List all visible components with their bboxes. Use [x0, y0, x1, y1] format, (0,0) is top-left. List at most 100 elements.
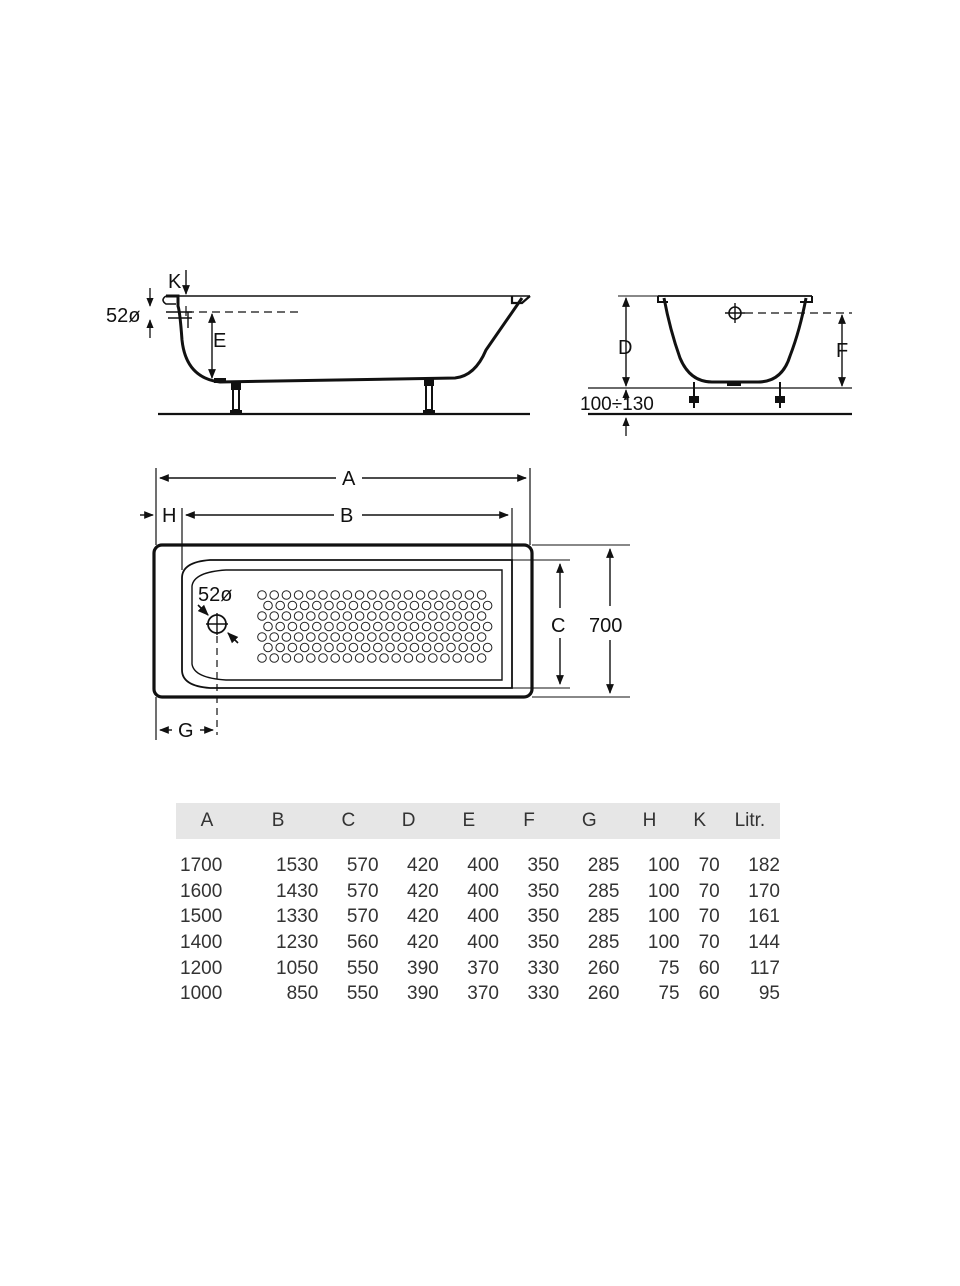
anti-slip-dot	[324, 642, 334, 653]
anti-slip-dot	[379, 590, 389, 600]
anti-slip-pattern	[257, 590, 493, 663]
anti-slip-dot	[476, 653, 487, 663]
anti-slip-dot	[318, 632, 328, 642]
label-drain-diameter: 52ø	[198, 584, 232, 606]
cell: 1230	[276, 932, 319, 954]
cell: 70	[698, 932, 720, 954]
anti-slip-dot	[428, 590, 438, 600]
cell: 1200	[180, 957, 223, 979]
anti-slip-dot	[415, 632, 426, 642]
cell: 570	[346, 855, 379, 877]
anti-slip-dot	[299, 600, 310, 611]
cell: 330	[527, 957, 560, 979]
anti-slip-dot	[287, 600, 298, 611]
anti-slip-dot	[281, 632, 292, 642]
anti-slip-dot	[440, 653, 450, 663]
cell: 117	[749, 957, 780, 979]
cell: 95	[758, 983, 780, 1005]
anti-slip-dot	[299, 642, 310, 653]
anti-slip-dot	[312, 621, 322, 632]
cell: 75	[658, 957, 680, 979]
header-E: E	[438, 803, 499, 839]
anti-slip-dot	[324, 621, 334, 632]
cell: 330	[527, 983, 560, 1005]
anti-slip-dot	[263, 600, 273, 611]
anti-slip-dot	[336, 600, 347, 611]
anti-slip-dot	[275, 642, 286, 653]
anti-slip-dot	[446, 642, 456, 653]
label-A: A	[342, 468, 356, 490]
anti-slip-dot	[257, 590, 267, 600]
anti-slip-dot	[342, 590, 353, 600]
header-B: B	[238, 803, 319, 839]
cell: 400	[467, 932, 499, 954]
anti-slip-dot	[269, 653, 280, 663]
anti-slip-dot	[476, 590, 487, 600]
anti-slip-dot	[342, 653, 353, 663]
anti-slip-dot	[470, 621, 481, 632]
anti-slip-dot	[391, 632, 402, 642]
anti-slip-dot	[373, 600, 383, 611]
plan-view: 52ø A B H C 700 G	[140, 468, 630, 742]
anti-slip-dot	[452, 590, 463, 600]
label-F: F	[836, 340, 848, 362]
cell: 70	[698, 906, 720, 928]
anti-slip-dot	[440, 632, 450, 642]
cell: 260	[587, 957, 620, 979]
table-row: 1200 1050 550 390 370 330 260 75 60 117	[176, 955, 780, 981]
anti-slip-dot	[293, 590, 304, 600]
anti-slip-dot	[299, 621, 310, 632]
cell: 370	[467, 957, 499, 979]
anti-slip-dot	[318, 653, 328, 663]
cell: 285	[587, 880, 620, 902]
anti-slip-dot	[397, 621, 408, 632]
anti-slip-dot	[367, 653, 377, 663]
label-B: B	[340, 505, 353, 527]
anti-slip-dot	[281, 590, 292, 600]
anti-slip-dot	[434, 642, 444, 653]
cell: 70	[698, 880, 720, 902]
anti-slip-dot	[470, 600, 481, 611]
cell: 100	[647, 906, 680, 928]
cell: 285	[587, 932, 620, 954]
cell: 1000	[180, 983, 223, 1005]
label-D: D	[618, 337, 632, 359]
anti-slip-dot	[360, 621, 371, 632]
anti-slip-dot	[464, 611, 475, 621]
cell: 144	[748, 932, 780, 954]
anti-slip-dot	[306, 632, 316, 642]
anti-slip-dot	[458, 621, 469, 632]
cell: 1330	[276, 906, 319, 928]
anti-slip-dot	[330, 653, 341, 663]
anti-slip-dot	[385, 642, 395, 653]
cell: 1530	[276, 855, 319, 877]
cell: 161	[748, 906, 780, 928]
anti-slip-dot	[306, 611, 316, 621]
table-row: 1700 1530 570 420 400 350 285 100 70 182	[176, 853, 780, 879]
cell: 1600	[180, 880, 223, 902]
anti-slip-dot	[293, 611, 304, 621]
cell: 350	[527, 880, 560, 902]
anti-slip-dot	[354, 611, 365, 621]
cell: 285	[587, 906, 620, 928]
cell: 370	[467, 983, 499, 1005]
cell: 60	[698, 957, 720, 979]
anti-slip-dot	[458, 600, 469, 611]
anti-slip-dot	[306, 653, 316, 663]
cell: 182	[748, 855, 780, 877]
anti-slip-dot	[476, 632, 487, 642]
cell: 100	[647, 932, 680, 954]
anti-slip-dot	[373, 621, 383, 632]
label-G: G	[178, 720, 194, 742]
label-E: E	[213, 330, 226, 352]
table-row: 1000 850 550 390 370 330 260 75 60 95	[176, 981, 780, 1007]
anti-slip-dot	[287, 642, 298, 653]
header-D: D	[378, 803, 439, 839]
anti-slip-dot	[464, 632, 475, 642]
anti-slip-dot	[452, 632, 463, 642]
anti-slip-dot	[403, 653, 414, 663]
cell: 560	[346, 932, 379, 954]
header-K: K	[679, 803, 720, 839]
anti-slip-dot	[275, 600, 286, 611]
anti-slip-dot	[306, 590, 316, 600]
